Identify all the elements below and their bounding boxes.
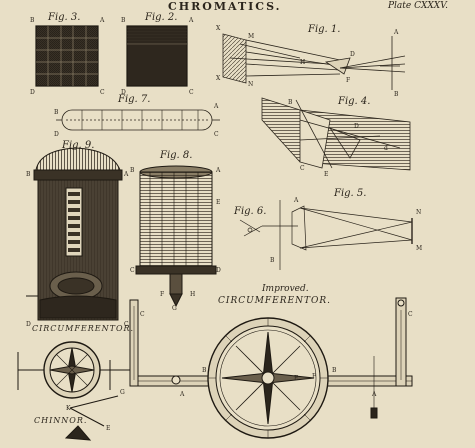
letter-label: D <box>350 51 355 58</box>
letter-label: A <box>179 391 185 398</box>
letter-label: d <box>384 145 388 152</box>
letter-label: M <box>248 33 254 40</box>
letter-label: D <box>121 89 126 96</box>
letter-label: F <box>312 373 316 380</box>
fig5-label: Fig. 5. <box>334 188 367 199</box>
letter-label: F <box>346 77 350 84</box>
letter-label: H <box>190 291 195 298</box>
letter-label: C <box>140 311 145 318</box>
letter-label: F <box>160 291 164 298</box>
improved-circumferentor <box>129 297 413 439</box>
letter-label: B <box>288 99 293 106</box>
fig1-prism-rays <box>222 33 406 90</box>
fig8-label: Fig. 8. <box>160 150 193 161</box>
fig9-label: Fig. 9. <box>62 140 95 151</box>
fig3-label: Fig. 3. <box>48 12 81 23</box>
fig9-cabinet <box>26 147 123 321</box>
letter-label: D <box>26 321 31 328</box>
letter-label: E <box>324 171 328 178</box>
letter-label: N <box>416 209 421 216</box>
letter-label: C <box>408 311 413 318</box>
letter-label: D <box>54 131 59 138</box>
figure-letters: B A D C B A D C X M X N H D F A B B A D … <box>26 17 422 432</box>
letter-label: B <box>332 367 337 374</box>
fig5-ray-diagram <box>262 200 413 270</box>
letter-label: X <box>216 75 221 82</box>
letter-label: B <box>30 17 35 24</box>
plate-number: Plate CXXXV. <box>388 1 448 11</box>
letter-label: A <box>371 391 377 398</box>
letter-label: D <box>30 89 35 96</box>
fig6-small-diagram <box>239 219 263 237</box>
letter-label: K <box>66 405 71 412</box>
letter-label: B <box>54 109 59 116</box>
fig1-label: Fig. 1. <box>308 24 341 35</box>
letter-label: E <box>216 199 220 206</box>
improved-label: Improved. <box>262 284 309 294</box>
chinnor-label: CHINNOR. <box>34 416 88 425</box>
letter-label: A <box>215 167 221 174</box>
letter-label: M <box>416 245 422 252</box>
letter-label: D <box>216 267 221 274</box>
letter-label: B <box>130 167 135 174</box>
plate-title: CHROMATICS. <box>168 0 282 13</box>
letter-label: A <box>188 17 194 24</box>
letter-label: B <box>121 17 126 24</box>
letter-label: B <box>394 91 399 98</box>
letter-label: C <box>124 321 129 328</box>
fig7-label: Fig. 7. <box>118 94 151 105</box>
letter-label: X <box>216 25 221 32</box>
fig8-drum <box>135 165 217 308</box>
small-circumferentor <box>17 341 130 399</box>
letter-label: A <box>213 103 219 110</box>
letter-label: C <box>189 89 194 96</box>
fig3-grid-square <box>35 25 99 87</box>
letter-label: D <box>354 123 359 130</box>
fig7-long-bar <box>56 109 220 131</box>
fig2-dark-square <box>126 25 188 87</box>
fig2-label: Fig. 2. <box>145 12 178 23</box>
chinnor-instrument <box>64 395 119 441</box>
letter-label: N <box>248 81 253 88</box>
letter-label: A <box>393 29 399 36</box>
letter-label: A <box>123 171 129 178</box>
letter-label: G <box>172 305 177 312</box>
letter-label: E <box>294 375 298 382</box>
letter-label: C <box>300 165 305 172</box>
letter-label: B <box>270 257 275 264</box>
letter-label: G <box>120 389 125 396</box>
letter-label: B <box>202 367 207 374</box>
fig4-label: Fig. 4. <box>338 96 371 107</box>
letter-label: C <box>214 131 219 138</box>
fig4-refraction-slab <box>261 97 411 171</box>
letter-label: C <box>100 89 105 96</box>
letter-label: E <box>106 425 110 432</box>
fig6-label: Fig. 6. <box>234 206 267 217</box>
letter-label: B <box>26 171 31 178</box>
letter-label: A <box>99 17 105 24</box>
letter-label: C <box>130 267 135 274</box>
circumferentor-left-label: CIRCUMFERENTOR. <box>32 324 135 333</box>
letter-label: H <box>300 59 305 66</box>
circumferentor-title: CIRCUMFERENTOR. <box>218 296 331 306</box>
letter-label: A <box>293 197 299 204</box>
